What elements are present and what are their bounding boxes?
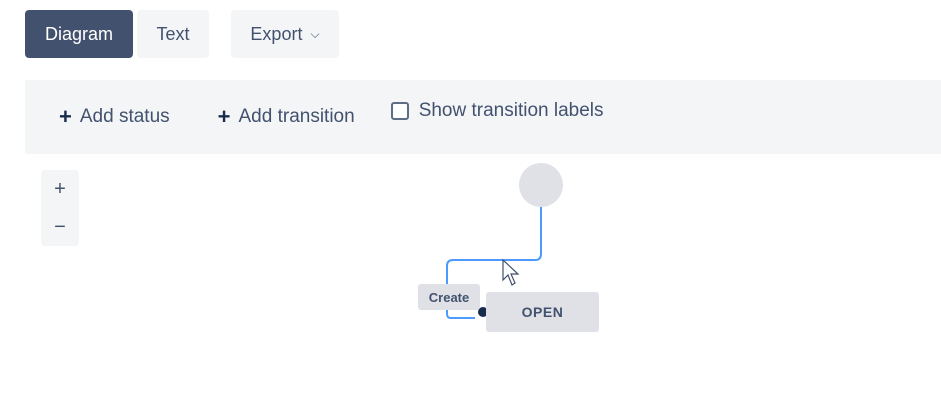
show-transition-labels-checkbox[interactable] [390, 102, 409, 120]
transition-label-text: Create [428, 289, 470, 305]
transition-line[interactable] [446, 207, 542, 319]
add-transition-label: Add transition [238, 106, 355, 127]
tab-diagram[interactable]: Diagram [25, 10, 133, 58]
add-transition-button[interactable]: + Add transition [218, 104, 355, 130]
status-open[interactable]: OPEN [486, 292, 599, 332]
zoom-in-button[interactable]: + [54, 178, 66, 200]
transition-endpoint[interactable] [478, 307, 488, 317]
export-button[interactable]: Export ⌵ [231, 10, 339, 58]
export-label: Export [250, 23, 303, 44]
show-transition-labels-label: Show transition labels [418, 100, 604, 121]
diagram-canvas[interactable]: + − Create OPEN [25, 154, 941, 420]
workflow-diagram [446, 163, 563, 319]
status-open-label: OPEN [521, 304, 564, 320]
add-status-label: Add status [79, 106, 170, 127]
chevron-down-icon: ⌵ [310, 26, 320, 41]
tab-text[interactable]: Text [137, 10, 209, 58]
tab-text-label: Text [156, 23, 190, 44]
plus-icon: + [59, 104, 72, 129]
zoom-out-button[interactable]: − [54, 216, 66, 238]
view-tabs: Diagram Text Export ⌵ [25, 10, 339, 58]
transition-label-create[interactable]: Create [418, 284, 480, 310]
plus-icon: + [217, 104, 231, 129]
diagram-toolbar: + Add status + Add transition Show trans… [25, 80, 941, 154]
show-transition-labels-toggle[interactable]: Show transition labels [390, 100, 604, 122]
mouse-pointer-icon [502, 258, 520, 286]
initial-node[interactable] [519, 163, 563, 207]
zoom-controls: + − [41, 170, 79, 246]
add-status-button[interactable]: + Add status [59, 104, 170, 130]
tab-diagram-label: Diagram [44, 23, 114, 44]
